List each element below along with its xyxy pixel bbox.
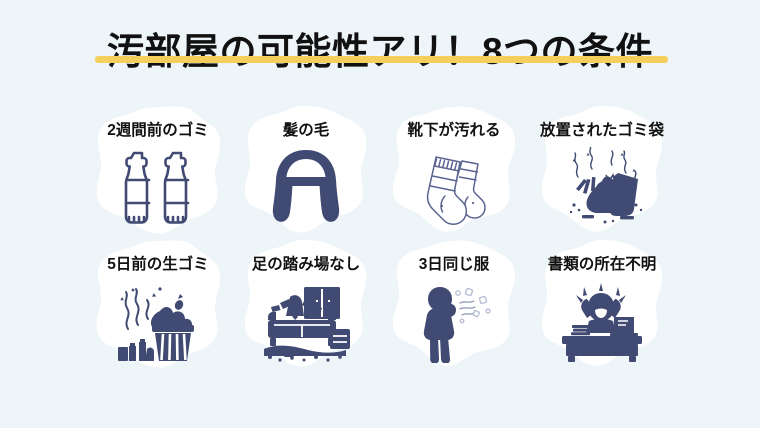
conditions-row: 2週間前のゴミ <box>0 106 760 246</box>
condition-cell: 靴下が汚れる <box>380 106 528 246</box>
condition-cell: 足の踏み場なし <box>232 240 380 380</box>
messy-desk-icon <box>554 279 650 365</box>
condition-cell: 放置されたゴミ袋 <box>528 106 676 246</box>
garbage-bags-icon <box>554 145 650 231</box>
title-underline <box>95 56 668 63</box>
condition-label: 靴下が汚れる <box>407 122 501 139</box>
dirty-socks-icon <box>406 145 502 231</box>
blob-background <box>390 238 518 370</box>
condition-label: 5日前の生ゴミ <box>107 256 209 273</box>
condition-cell: 2週間前のゴミ <box>84 106 232 246</box>
hair-wig-icon <box>258 145 354 231</box>
page-title-text: 汚部屋の可能性アリ！8つの条件 <box>106 31 654 72</box>
plastic-bottles-icon <box>110 145 206 231</box>
condition-label: 足の踏み場なし <box>251 256 361 273</box>
condition-cell: 5日前の生ゴミ <box>84 240 232 380</box>
conditions-grid: 2週間前のゴミ <box>0 106 760 380</box>
cluttered-room-icon <box>258 279 354 365</box>
smelly-person-icon <box>406 279 502 365</box>
condition-cell: 書類の所在不明 <box>528 240 676 380</box>
condition-label: 書類の所在不明 <box>547 256 657 273</box>
condition-cell: 髪の毛 <box>232 106 380 246</box>
condition-cell: 3日同じ服 <box>380 240 528 380</box>
condition-label: 髪の毛 <box>282 122 330 139</box>
condition-label: 3日同じ服 <box>418 256 490 273</box>
condition-label: 放置されたゴミ袋 <box>539 122 664 139</box>
overflowing-trash-bin-icon <box>110 279 206 365</box>
conditions-row: 5日前の生ゴミ <box>0 240 760 380</box>
condition-label: 2週間前のゴミ <box>107 122 209 139</box>
page-title: 汚部屋の可能性アリ！8つの条件 <box>0 31 760 73</box>
